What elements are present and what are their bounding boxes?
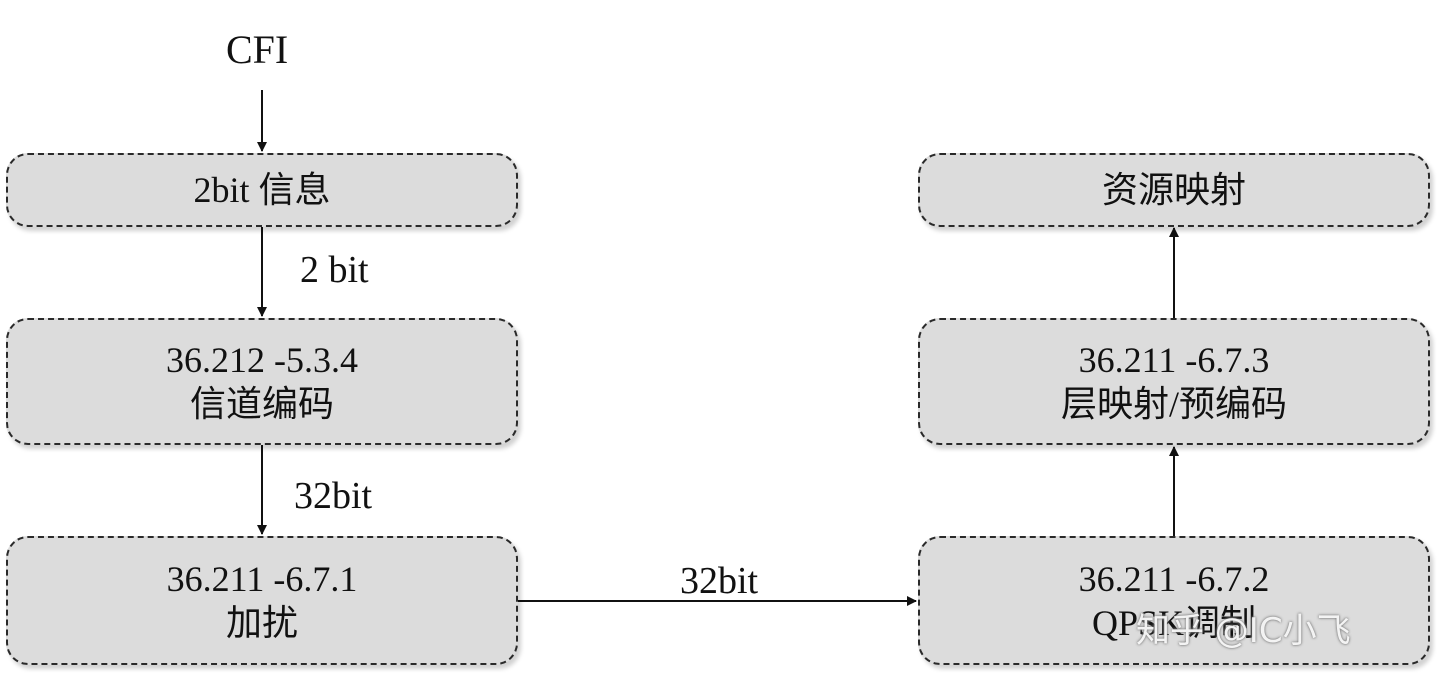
box-scrambling-spec: 36.211 -6.7.1 (166, 558, 358, 599)
box-layer-mapping-spec: 36.211 -6.7.3 (1078, 339, 1270, 380)
box-channel-coding-title: 信道编码 (189, 383, 334, 424)
edge-label-32bit-2: 32bit (680, 560, 759, 602)
box-modulation-title: QPSK调制 (1091, 602, 1257, 643)
box-scrambling-title: 加扰 (225, 602, 298, 643)
box-modulation: 36.211 -6.7.2 QPSK调制 (918, 536, 1430, 665)
box-resource-mapping: 资源映射 (918, 153, 1430, 227)
box-layer-mapping: 36.211 -6.7.3 层映射/预编码 (918, 318, 1430, 445)
cfi-input-label: CFI (226, 27, 289, 72)
box-scrambling: 36.211 -6.7.1 加扰 (6, 536, 518, 665)
box-resource-mapping-text: 资源映射 (1101, 170, 1246, 210)
box-channel-coding: 36.212 -5.3.4 信道编码 (6, 318, 518, 445)
edge-label-2-bit: 2 bit (300, 249, 369, 291)
box-layer-mapping-title: 层映射/预编码 (1060, 383, 1287, 424)
zhihu-watermark: 知乎 @IC小飞 (1136, 611, 1351, 651)
edge-label-32bit-1: 32bit (294, 475, 373, 517)
box-modulation-spec: 36.211 -6.7.2 (1078, 558, 1270, 599)
box-2bit-info-text: 2bit 信息 (193, 170, 331, 210)
box-2bit-info: 2bit 信息 (6, 153, 518, 227)
box-channel-coding-spec: 36.212 -5.3.4 (166, 339, 358, 380)
